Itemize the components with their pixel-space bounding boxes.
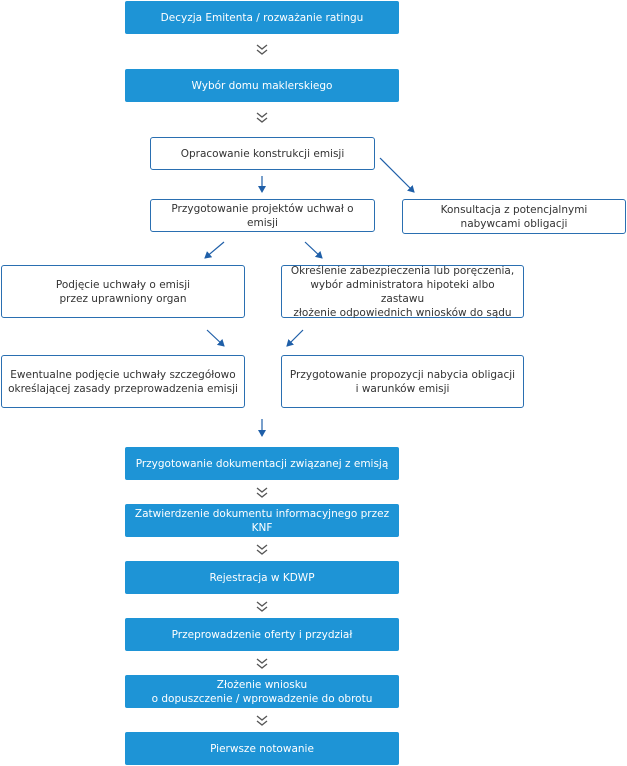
step-registration-label: Rejestracja w KDWP bbox=[209, 571, 315, 584]
step-resolution-adopt-line-1: Podjęcie uchwały o emisji bbox=[55, 278, 191, 291]
step-detailed-resolution-line-2: określającej zasady przeprowadzenia emis… bbox=[8, 382, 238, 395]
step-application-line-1: Złożenie wniosku bbox=[216, 678, 308, 691]
step-registration: Rejestracja w KDWP bbox=[125, 561, 399, 594]
step-resolution-adopt-line-2: przez uprawniony organ bbox=[59, 292, 187, 305]
step-listing-label: Pierwsze notowanie bbox=[210, 742, 314, 755]
arrow-construction-to-consultation bbox=[379, 157, 415, 193]
step-approval-label: Zatwierdzenie dokumentu informacyjnego p… bbox=[134, 507, 390, 534]
step-documentation-label: Przygotowanie dokumentacji związanej z e… bbox=[135, 457, 389, 470]
step-consultation-line-1: Konsultacja z potencjalnymi bbox=[440, 203, 588, 216]
arrow-adopt-to-detailed bbox=[206, 329, 225, 347]
step-consultation: Konsultacja z potencjalnymi nabywcami ob… bbox=[402, 199, 626, 234]
step-proposal: Przygotowanie propozycji nabycia obligac… bbox=[281, 355, 524, 408]
step-proposal-line-2: i warunków emisji bbox=[355, 382, 450, 395]
step-application-line-2: o dopuszczenie / wprowadzenie do obrotu bbox=[151, 692, 373, 705]
double-chevron-icon bbox=[256, 601, 268, 612]
double-chevron-icon bbox=[256, 715, 268, 726]
step-offering-label: Przeprowadzenie oferty i przydział bbox=[171, 628, 353, 641]
step-broker-label: Wybór domu maklerskiego bbox=[191, 79, 333, 92]
step-consultation-line-2: nabywcami obligacji bbox=[460, 217, 568, 230]
step-security-line-2: wybór administratora hipoteki albo zasta… bbox=[310, 278, 495, 305]
step-resolutions-label: Przygotowanie projektów uchwał o emisji bbox=[171, 202, 354, 229]
step-decision: Decyzja Emitenta / rozważanie ratingu bbox=[125, 1, 399, 34]
double-chevron-icon bbox=[256, 544, 268, 555]
double-chevron-icon bbox=[256, 487, 268, 498]
step-detailed-resolution: Ewentualne podjęcie uchwały szczegółowo … bbox=[1, 355, 245, 408]
step-documentation: Przygotowanie dokumentacji związanej z e… bbox=[125, 447, 399, 480]
step-detailed-resolution-line-1: Ewentualne podjęcie uchwały szczegółowo bbox=[10, 368, 236, 381]
arrow-security-to-proposal bbox=[286, 329, 304, 347]
step-approval: Zatwierdzenie dokumentu informacyjnego p… bbox=[125, 504, 399, 537]
step-broker: Wybór domu maklerskiego bbox=[125, 69, 399, 102]
step-offering: Przeprowadzenie oferty i przydział bbox=[125, 618, 399, 651]
step-resolutions: Przygotowanie projektów uchwał o emisji bbox=[150, 199, 375, 232]
step-resolution-adopt: Podjęcie uchwały o emisji przez uprawnio… bbox=[1, 265, 245, 318]
step-construction-label: Opracowanie konstrukcji emisji bbox=[180, 147, 345, 160]
step-security-line-1: Określenie zabezpieczenia lub poręczenia… bbox=[290, 264, 515, 277]
step-security: Określenie zabezpieczenia lub poręczenia… bbox=[281, 264, 524, 319]
arrow-resolutions-to-adopt bbox=[204, 241, 225, 259]
step-construction: Opracowanie konstrukcji emisji bbox=[150, 137, 375, 170]
step-security-line-3: złożenie odpowiednich wniosków do sądu bbox=[293, 306, 512, 319]
double-chevron-icon bbox=[256, 112, 268, 123]
arrow-resolutions-to-security bbox=[304, 241, 323, 259]
step-decision-label: Decyzja Emitenta / rozważanie ratingu bbox=[160, 11, 364, 24]
step-proposal-line-1: Przygotowanie propozycji nabycia obligac… bbox=[289, 368, 516, 381]
double-chevron-icon bbox=[256, 44, 268, 55]
double-chevron-icon bbox=[256, 658, 268, 669]
step-application: Złożenie wniosku o dopuszczenie / wprowa… bbox=[125, 675, 399, 708]
step-listing: Pierwsze notowanie bbox=[125, 732, 399, 765]
